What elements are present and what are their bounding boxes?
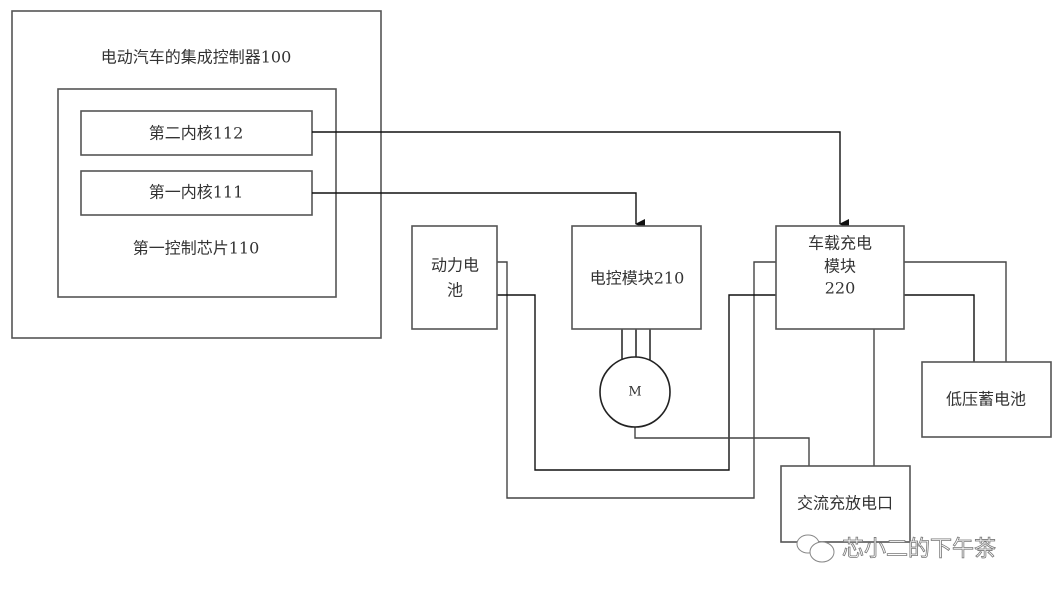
core1-label: 第一内核111 <box>149 183 244 202</box>
core2-to-charger-arrow <box>312 131 849 229</box>
power-battery-label-1: 动力电 <box>431 256 479 275</box>
wechat-icon <box>796 534 835 563</box>
first-core-box: 第一内核111 <box>80 170 313 216</box>
second-core-box: 第二内核112 <box>80 110 313 156</box>
battery-charger-wire-2 <box>497 294 776 471</box>
power-battery-label-2: 池 <box>447 281 463 300</box>
motor-controller-box: 电控模块210 <box>571 225 702 330</box>
chip-label: 第一控制芯片110 <box>133 239 260 258</box>
charger-label-1: 车载充电 <box>808 234 872 253</box>
charger-label-3: 220 <box>825 279 856 298</box>
core1-to-motor-controller-arrow <box>312 192 645 229</box>
ac-port-label: 交流充放电口 <box>797 494 893 513</box>
core2-label: 第二内核112 <box>149 124 244 143</box>
watermark-text: 芯小二的下午茶 <box>842 537 996 562</box>
motor-ac-wire <box>634 427 810 466</box>
motor: M <box>599 356 671 428</box>
motor-controller-label: 电控模块210 <box>590 269 685 288</box>
watermark: 芯小二的下午茶 <box>796 534 996 563</box>
motor-phase-wires <box>621 329 651 360</box>
power-battery-box: 动力电 池 <box>411 225 498 330</box>
charger-lv-wire-1 <box>904 261 1007 362</box>
battery-charger-wire-1 <box>497 261 776 499</box>
low-voltage-battery-box: 低压蓄电池 <box>921 361 1052 438</box>
charger-lv-wire-2 <box>904 294 975 362</box>
lv-battery-label: 低压蓄电池 <box>946 390 1026 409</box>
charger-label-2: 模块 <box>824 257 856 276</box>
onboard-charger-box: 车载充电 模块 220 <box>775 225 905 330</box>
ac-port-box: 交流充放电口 <box>780 465 911 543</box>
controller-title: 电动汽车的集成控制器100 <box>101 48 292 67</box>
motor-label: M <box>628 385 641 400</box>
